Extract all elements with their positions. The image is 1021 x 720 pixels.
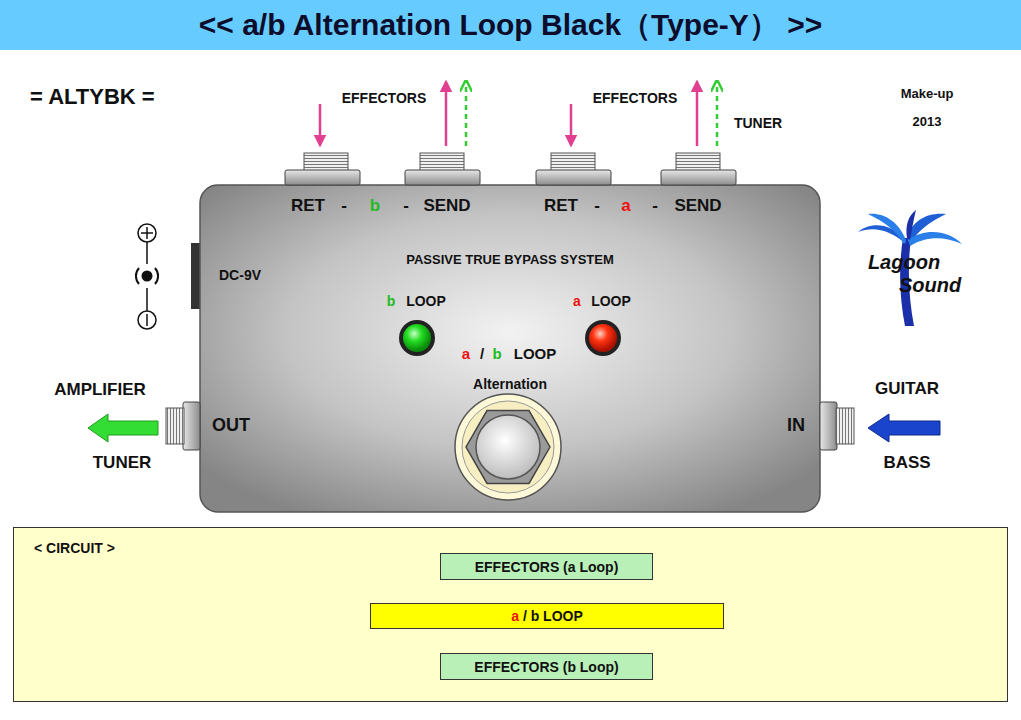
panel-label: AMPLIFIER	[54, 381, 146, 400]
panel-label: 2013	[913, 115, 942, 129]
panel-label: a	[462, 346, 470, 363]
panel-label: GUITAR	[875, 380, 939, 399]
panel-label: LOOP	[591, 294, 631, 309]
jack-label: -	[594, 197, 600, 216]
panel-label: IN	[787, 416, 805, 436]
panel-label: TUNER	[734, 116, 782, 131]
panel-label: LOOP	[514, 346, 557, 363]
box-label: a / b LOOP	[511, 608, 583, 624]
jack-label: -	[341, 197, 347, 216]
jack-label: a	[621, 197, 630, 216]
panel-label: = ALTYBK =	[30, 85, 155, 109]
jack-label: SEND	[423, 197, 470, 216]
box-label: EFFECTORS (b Loop)	[474, 659, 618, 675]
logo-text: Lagoon	[868, 251, 940, 273]
page-title: << a/b Alternation Loop Black（Type-Y） >>	[199, 5, 822, 46]
panel-label: /	[480, 346, 484, 363]
switch-bar: a / b LOOP	[370, 603, 724, 629]
panel-label: BASS	[883, 454, 930, 473]
panel-label: TUNER	[93, 454, 152, 473]
jack-label: RET	[544, 197, 578, 216]
jack-label: b	[370, 197, 380, 216]
panel-label: a	[573, 294, 581, 309]
panel-label: Make-up	[901, 87, 954, 101]
panel-label: Alternation	[473, 377, 547, 392]
logo-text: Sound	[899, 274, 961, 296]
panel-label: OUT	[212, 416, 250, 436]
circuit-panel: < CIRCUIT >EFFECTORS (a Loop)a / b LOOPE…	[13, 527, 1008, 702]
panel-label: PASSIVE TRUE BYPASS SYSTEM	[406, 253, 614, 267]
panel-label: b	[492, 346, 501, 363]
effector-loop-box: EFFECTORS (b Loop)	[440, 653, 653, 680]
effector-loop-box: EFFECTORS (a Loop)	[440, 553, 653, 580]
box-label: EFFECTORS (a Loop)	[475, 559, 619, 575]
jack-label: -	[403, 197, 409, 216]
jack-label: SEND	[674, 197, 721, 216]
panel-label: EFFECTORS	[342, 91, 427, 106]
title-band: << a/b Alternation Loop Black（Type-Y） >>	[0, 0, 1021, 50]
panel-label: DC-9V	[219, 268, 261, 283]
jack-label: RET	[291, 197, 325, 216]
panel-label: LOOP	[406, 294, 446, 309]
panel-label: b	[387, 294, 396, 309]
panel-label: EFFECTORS	[593, 91, 678, 106]
jack-label: -	[652, 197, 658, 216]
